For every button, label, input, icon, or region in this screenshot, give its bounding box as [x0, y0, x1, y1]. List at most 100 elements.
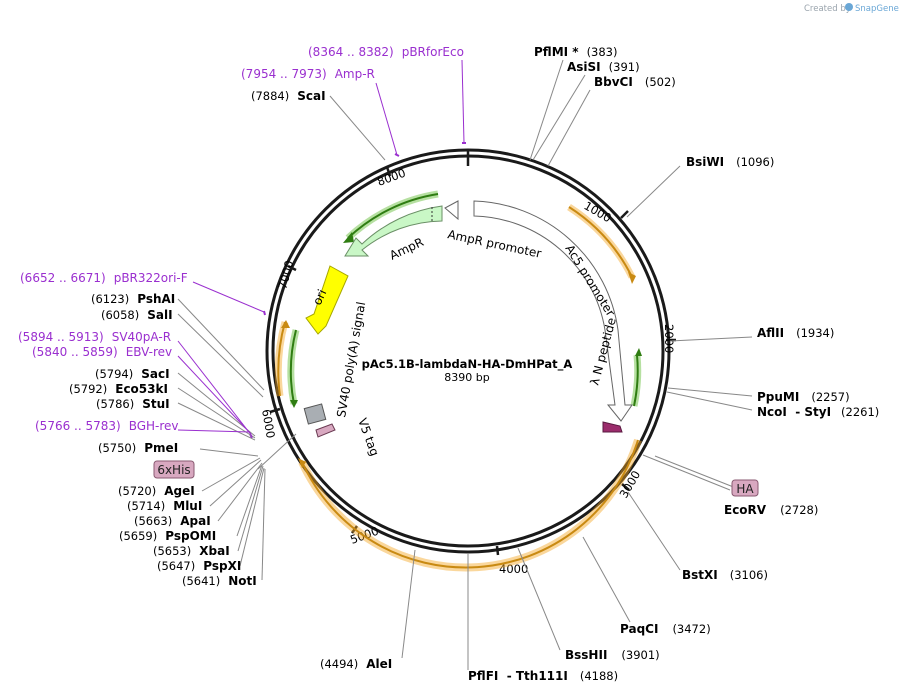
primer-range: (8364 .. 8382)	[308, 45, 394, 59]
sv40-polya-feature[interactable]	[303, 403, 327, 425]
site-saci[interactable]: (5794) SacI	[95, 367, 170, 381]
site-name: PflFI - Tth111I	[468, 669, 568, 683]
site-name: BssHII	[565, 648, 607, 662]
site-name: PspXI	[203, 559, 241, 573]
site-position: (1096)	[736, 155, 774, 169]
site-name: SacI	[141, 367, 169, 381]
site-eco53ki[interactable]: (5792)Eco53kI	[69, 382, 168, 396]
site-name: PaqCI	[620, 622, 658, 636]
tick-label-7000: 7000	[275, 259, 296, 291]
site-position: (391)	[609, 60, 640, 74]
v5-tag-label: V5 tag	[355, 416, 382, 458]
site-pmei[interactable]: (5750) PmeI	[98, 441, 178, 455]
primer-name: EBV-rev	[126, 345, 172, 359]
site-leader-lines	[177, 59, 753, 670]
primer-name: pBR322ori-F	[114, 271, 188, 285]
site-position: (7884)	[251, 89, 289, 103]
site-asisi[interactable]: AsiSI (391)	[567, 60, 640, 74]
site-aflii[interactable]: AflII(1934)	[757, 326, 834, 340]
primer-name: pBRforEco	[402, 45, 464, 59]
primer-range: (7954 .. 7973)	[241, 67, 327, 81]
site-sali[interactable]: (6058)SalI	[101, 308, 173, 322]
site-ppumi[interactable]: PpuMI(2257)	[757, 390, 850, 404]
ampr-promoter-arrow[interactable]	[444, 200, 459, 221]
site-name: EcoRV	[724, 503, 767, 517]
site-ecorv[interactable]: EcoRV (2728)	[724, 503, 818, 517]
site-position: (383)	[587, 45, 618, 59]
site-position: (6058)	[101, 308, 139, 322]
site-bbvci[interactable]: BbvCI (502)	[594, 75, 676, 89]
primer-pbrforeco[interactable]: (8364 .. 8382) pBRforEco	[308, 45, 464, 59]
site-name: PspOMI	[165, 529, 216, 543]
tag-6xhis[interactable]: 6xHis	[153, 460, 195, 479]
site-pshai[interactable]: (6123)PshAI	[91, 292, 175, 306]
primer-ebv-rev[interactable]: (5840 .. 5859)EBV-rev	[32, 345, 172, 359]
site-pflfi-tth111i[interactable]: PflFI - Tth111I (4188)	[468, 669, 618, 683]
site-bstxi[interactable]: BstXI (3106)	[682, 568, 768, 582]
site-name: ApaI	[180, 514, 210, 528]
site-position: (502)	[645, 75, 676, 89]
site-pflmi[interactable]: PflMI *(383)	[534, 45, 618, 59]
credit-prefix: Created by	[804, 4, 851, 14]
site-position: (3901)	[621, 648, 659, 662]
primer-range: (5766 .. 5783)	[35, 419, 121, 433]
site-bsiwi[interactable]: BsiWI(1096)	[686, 155, 774, 169]
ampr-label: AmpR	[387, 235, 425, 263]
site-position: (5720)	[118, 484, 156, 498]
ac5-promoter-label: Ac5 promoter	[562, 242, 617, 319]
tag-ha[interactable]: HA	[731, 479, 759, 497]
snapgene-logo-icon	[845, 3, 853, 11]
tick-label-6000: 6000	[259, 408, 278, 439]
site-position: (2728)	[780, 503, 818, 517]
site-position: (1934)	[796, 326, 834, 340]
tag-ha-label: HA	[736, 482, 754, 496]
site-name: AsiSI	[567, 60, 601, 74]
primer-pbr322ori-f[interactable]: (6652 .. 6671)pBR322ori-F	[20, 271, 188, 285]
site-position: (3106)	[730, 568, 768, 582]
orf-arc-1000	[567, 204, 636, 284]
site-position: (5641)	[182, 574, 220, 588]
site-stui[interactable]: (5786)StuI	[96, 397, 170, 411]
ac5-promoter-feature[interactable]	[473, 200, 633, 422]
site-pspomi[interactable]: (5659)PspOMI	[119, 529, 216, 543]
site-xbai[interactable]: (5653)XbaI	[153, 544, 230, 558]
ampr-feature[interactable]	[344, 205, 443, 257]
site-position: (6123)	[91, 292, 129, 306]
plasmid-name: pAc5.1B-lambdaN-HA-DmHPat_A	[362, 357, 573, 372]
v5-tag-feature[interactable]	[315, 423, 336, 438]
site-noti[interactable]: (5641) NotI	[182, 574, 257, 588]
site-name: BstXI	[682, 568, 718, 582]
site-name: Eco53kI	[115, 382, 168, 396]
site-scai[interactable]: (7884)ScaI	[251, 89, 326, 103]
site-position: (5794)	[95, 367, 133, 381]
site-position: (4188)	[580, 669, 618, 683]
lambda-n-peptide-feature[interactable]	[602, 421, 623, 433]
site-position: (3472)	[672, 622, 710, 636]
site-position: (5663)	[134, 514, 172, 528]
plasmid-size: 8390 bp	[444, 371, 489, 384]
site-name: BbvCI	[594, 75, 633, 89]
site-ncoi-styi[interactable]: NcoI - StyI(2261)	[757, 405, 879, 419]
ori-feature[interactable]	[305, 265, 349, 335]
primer-sv40pa-r[interactable]: (5894 .. 5913)SV40pA-R	[18, 330, 171, 344]
site-bsshii[interactable]: BssHII (3901)	[565, 648, 660, 662]
primer-range: (5894 .. 5913)	[18, 330, 104, 344]
site-agei[interactable]: (5720) AgeI	[118, 484, 195, 498]
site-paqci[interactable]: PaqCI (3472)	[620, 622, 711, 636]
tick-label-2000: 2000	[662, 324, 676, 353]
site-name: XbaI	[199, 544, 229, 558]
site-alei[interactable]: (4494)AleI	[320, 657, 392, 671]
primer-bgh-rev[interactable]: (5766 .. 5783)BGH-rev	[35, 419, 179, 433]
site-apai[interactable]: (5663) ApaI	[134, 514, 211, 528]
site-pspxi[interactable]: (5647)PspXI	[157, 559, 241, 573]
site-name: AgeI	[164, 484, 194, 498]
primer-amp-r[interactable]: (7954 .. 7973) Amp-R	[241, 67, 375, 81]
site-name: NotI	[228, 574, 257, 588]
orf-arc-top	[343, 190, 439, 243]
ori-label: ori	[310, 287, 329, 307]
site-position: (5750)	[98, 441, 136, 455]
site-name: PmeI	[144, 441, 178, 455]
site-mlui[interactable]: (5714)MluI	[127, 499, 202, 513]
primer-name: Amp-R	[335, 67, 375, 81]
credit-brand: SnapGene	[855, 4, 899, 14]
